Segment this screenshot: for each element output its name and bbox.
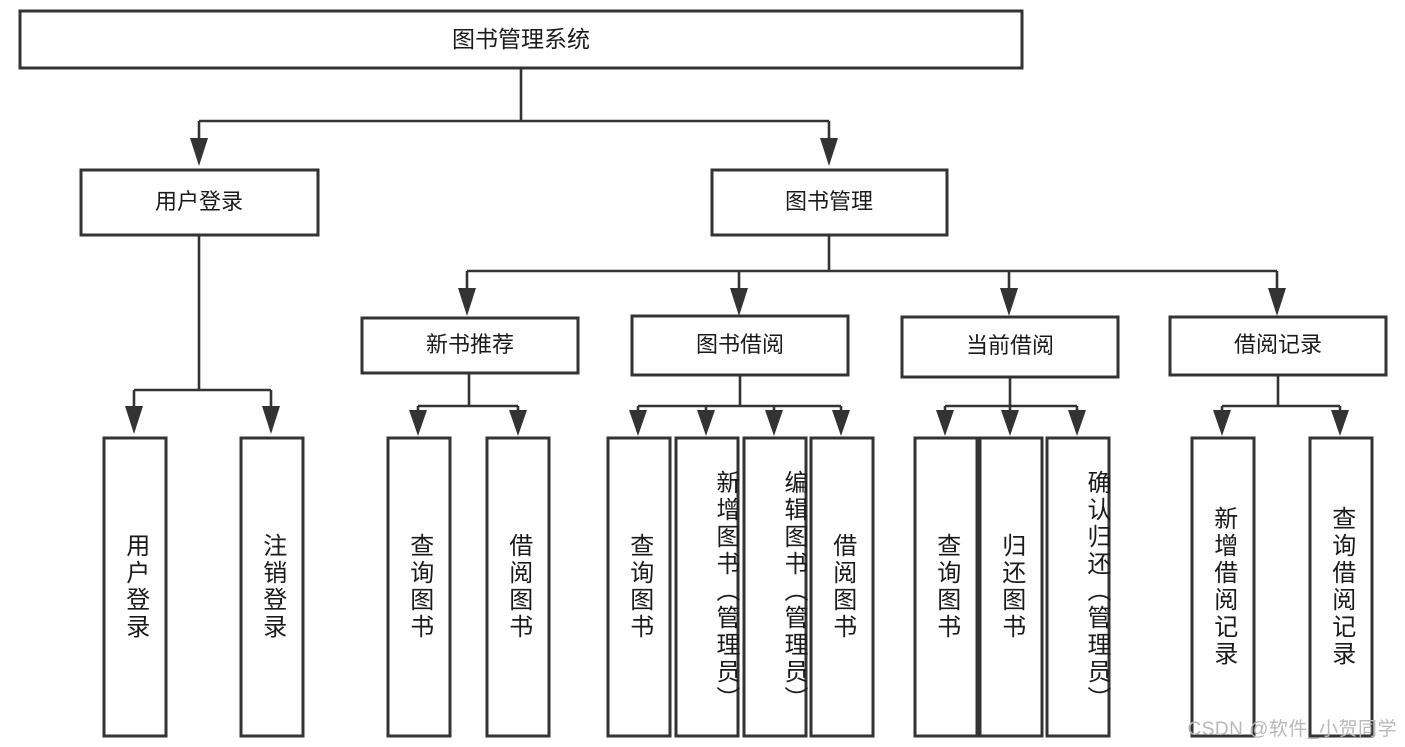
arrow-head-leaf-new-2 xyxy=(509,410,527,436)
node-new-book-recommend-label: 新书推荐 xyxy=(426,332,514,357)
leaf-box-current-borrow-2[interactable] xyxy=(978,436,1044,738)
arrow-head-newbook xyxy=(458,288,476,316)
node-user-login-label: 用户登录 xyxy=(155,189,243,214)
leaf-box-user-login-2[interactable] xyxy=(239,436,305,738)
arrow-head-leaf-user-2 xyxy=(262,406,280,434)
leaf-box-new-book-1[interactable] xyxy=(386,436,452,738)
node-borrow-record[interactable]: 借阅记录 xyxy=(1168,315,1388,377)
node-book-management-box[interactable] xyxy=(710,168,949,237)
node-current-borrow-box[interactable] xyxy=(900,315,1120,379)
node-user-login-box[interactable] xyxy=(79,168,320,237)
leaf-box-user-login-1[interactable] xyxy=(102,436,168,738)
arrow-head-leaf-current-2 xyxy=(1001,410,1019,436)
node-new-book-recommend[interactable]: 新书推荐 xyxy=(360,316,580,375)
node-book-borrow-label: 图书借阅 xyxy=(696,332,784,357)
arrow-head-bookborrow xyxy=(730,288,748,316)
arrow-head-leaf-borrow-3 xyxy=(765,410,783,436)
leaf-box-borrow-record-2[interactable] xyxy=(1308,436,1374,738)
csdn-watermark: CSDN @软件_小贺同学 xyxy=(1187,719,1397,740)
arrow-head-borrowrecord xyxy=(1268,288,1286,316)
arrow-head-leaf-borrow-2 xyxy=(697,410,715,436)
arrow-head-leaf-current-3 xyxy=(1068,410,1086,436)
arrow-head-leaf-current-1 xyxy=(936,410,954,436)
arrow-head-leaf-user-1 xyxy=(125,406,143,434)
arrow-head-leaf-borrow-1 xyxy=(629,410,647,436)
leaf-box-book-borrow-2[interactable] xyxy=(674,436,740,738)
leaf-box-book-borrow-4[interactable] xyxy=(809,436,875,738)
arrow-head-bookmgmt xyxy=(820,138,838,166)
arrow-head-leaf-new-1 xyxy=(409,410,427,436)
arrow-head-leaf-record-2 xyxy=(1331,410,1349,436)
node-book-management[interactable]: 图书管理 xyxy=(710,168,949,237)
arrow-head-userlogin xyxy=(190,138,208,166)
node-current-borrow[interactable]: 当前借阅 xyxy=(900,315,1120,379)
leaf-box-new-book-2[interactable] xyxy=(485,436,551,738)
leaf-box-current-borrow-1[interactable] xyxy=(913,436,979,738)
node-root-label: 图书管理系统 xyxy=(452,26,590,52)
leaf-box-book-borrow-3[interactable] xyxy=(742,436,808,738)
leaf-box-current-borrow-3[interactable] xyxy=(1045,436,1111,738)
node-root[interactable]: 图书管理系统 xyxy=(18,9,1024,70)
node-book-borrow[interactable]: 图书借阅 xyxy=(630,314,850,377)
node-new-book-recommend-box[interactable] xyxy=(360,316,580,375)
arrow-head-leaf-record-1 xyxy=(1213,410,1231,436)
leaf-box-borrow-record-1[interactable] xyxy=(1190,436,1256,738)
connector-layer xyxy=(125,68,1349,436)
leaf-box-book-borrow-1[interactable] xyxy=(606,436,672,738)
node-borrow-record-label: 借阅记录 xyxy=(1234,332,1322,357)
node-borrow-record-box[interactable] xyxy=(1168,315,1388,377)
node-user-login[interactable]: 用户登录 xyxy=(79,168,320,237)
arrow-head-currentborrow xyxy=(1000,288,1018,316)
arrow-head-leaf-borrow-4 xyxy=(832,410,850,436)
node-current-borrow-label: 当前借阅 xyxy=(966,333,1054,358)
node-book-borrow-box[interactable] xyxy=(630,314,850,377)
node-book-management-label: 图书管理 xyxy=(785,189,873,214)
node-root-box[interactable] xyxy=(18,9,1024,70)
